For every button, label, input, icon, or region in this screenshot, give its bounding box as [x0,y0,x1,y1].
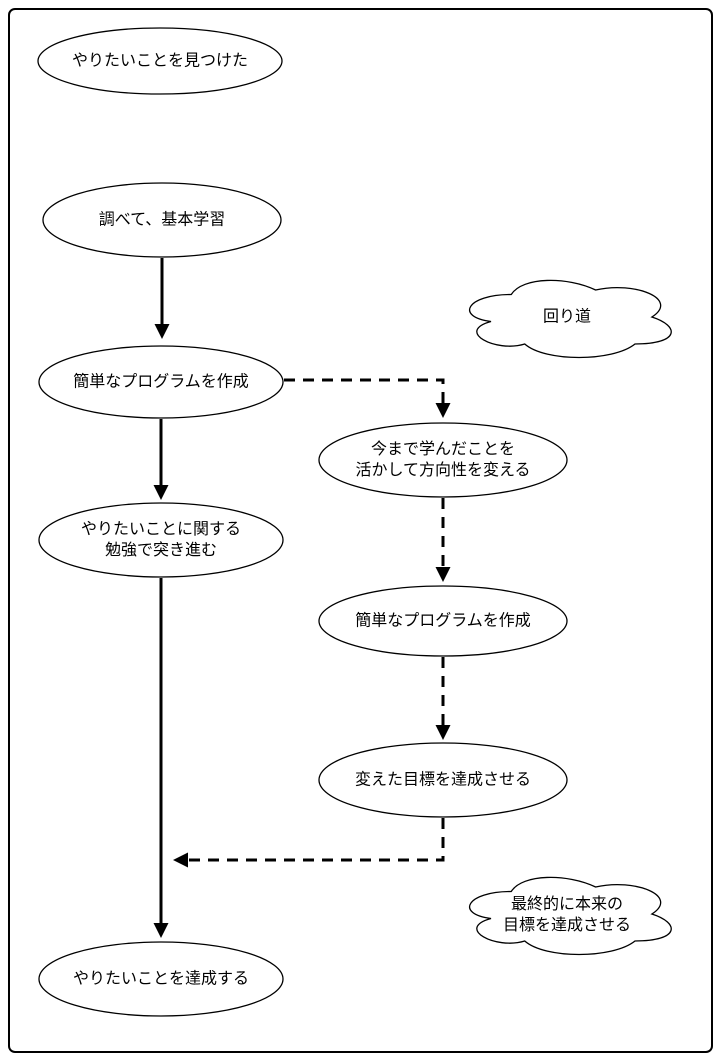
arrow-program-to-change-direction [284,378,451,418]
arrow-changed-goal-to-main-path [173,818,445,868]
node-found-goal-ellipse [37,27,283,95]
node-achieve-changed-goal-ellipse [318,742,568,818]
node-achieve-goal-ellipse [38,941,284,1017]
node-change-direction-ellipse [318,422,568,498]
node-research-basics-ellipse [42,182,282,258]
node-push-forward-ellipse [38,502,284,578]
node-simple-program-main-ellipse [38,345,284,419]
page-border [8,8,713,1053]
node-simple-program-detour-ellipse [318,585,568,657]
cloud-final-goal-shape [469,876,672,956]
cloud-detour-shape [469,279,672,359]
